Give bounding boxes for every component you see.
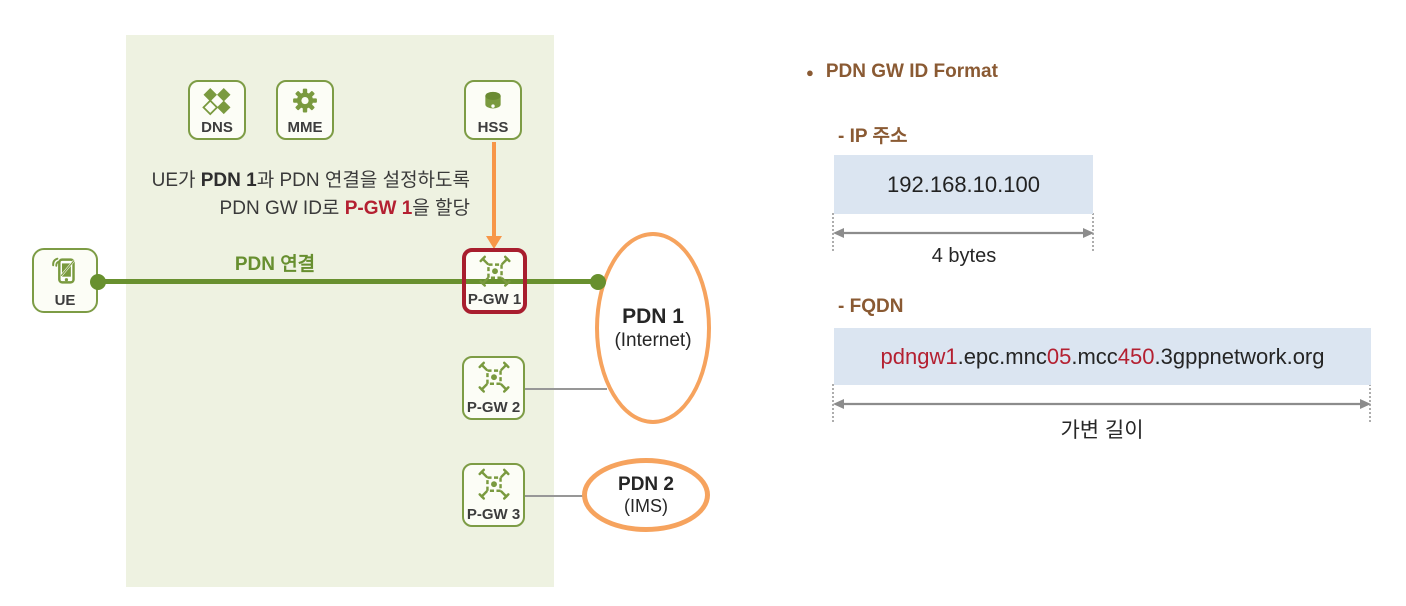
ip-measure-label: 4 bytes bbox=[931, 245, 997, 267]
measure-guide-left-fqdn bbox=[832, 384, 834, 422]
node-pgw2-label: P-GW 2 bbox=[466, 399, 521, 416]
node-hss-label: HSS bbox=[477, 119, 509, 136]
heading-text: PDN GW ID Format bbox=[825, 61, 998, 82]
node-dns-label: DNS bbox=[201, 119, 233, 136]
node-ue: UE bbox=[32, 248, 98, 313]
fqdn-measure-label: 가변 길이 bbox=[1060, 419, 1144, 442]
ip-address-field: 192.168.10.100 bbox=[834, 155, 1093, 214]
annotation-line-2: PDN GW ID로 P-GW 1을 할당 bbox=[219, 198, 470, 219]
connection-endpoint-dot-pdn1 bbox=[590, 274, 606, 290]
pdn2-name: PDN 2 bbox=[618, 473, 674, 495]
node-hss: HSS bbox=[464, 80, 522, 140]
connector-pgw2-pdn1 bbox=[525, 388, 607, 390]
node-pgw1: P-GW 1 bbox=[462, 248, 527, 314]
diamond-cluster-icon bbox=[202, 88, 231, 116]
fqdn-measure-arrow bbox=[833, 399, 1371, 409]
pdn2-cloud: PDN 2 (IMS) bbox=[582, 458, 710, 532]
hss-assign-arrow-line bbox=[492, 142, 496, 236]
pdn1-detail: (Internet) bbox=[614, 330, 692, 351]
gear-icon bbox=[293, 88, 317, 113]
node-pgw2: P-GW 2 bbox=[462, 356, 525, 420]
node-pgw3-label: P-GW 3 bbox=[466, 506, 521, 523]
ip-address-value: 192.168.10.100 bbox=[887, 171, 1040, 197]
gateway-icon bbox=[477, 361, 510, 393]
node-mme-label: MME bbox=[287, 119, 323, 136]
fqdn-label: - FQDN bbox=[838, 296, 904, 317]
hss-assign-arrow-head bbox=[486, 236, 502, 249]
fqdn-segment-mnc: 05 bbox=[1046, 343, 1072, 369]
pdn-gw-id-format-heading: ● PDN GW ID Format bbox=[806, 61, 998, 83]
mobile-phone-icon bbox=[52, 257, 75, 284]
node-mme: MME bbox=[276, 80, 334, 140]
measure-guide-right-fqdn bbox=[1369, 384, 1371, 422]
annotation-line-1: UE가 PDN 1과 PDN 연결을 설정하도록 bbox=[151, 170, 470, 191]
gateway-icon bbox=[478, 255, 511, 287]
pdn-connection-label: PDN 연결 bbox=[234, 254, 316, 275]
fqdn-segment: .mcc bbox=[1071, 343, 1118, 369]
pdn-connection-line bbox=[96, 279, 600, 284]
node-pgw1-label: P-GW 1 bbox=[467, 291, 522, 308]
assignment-annotation: UE가 PDN 1과 PDN 연결을 설정하도록 PDN GW ID로 P-GW… bbox=[130, 167, 470, 223]
node-ue-label: UE bbox=[54, 292, 76, 309]
fqdn-segment: .epc.mnc bbox=[957, 343, 1047, 369]
fqdn-segment-host: pdngw1 bbox=[880, 343, 958, 369]
pdn1-name: PDN 1 bbox=[622, 305, 684, 328]
database-icon bbox=[485, 91, 501, 109]
pdn2-detail: (IMS) bbox=[624, 495, 668, 516]
node-dns: DNS bbox=[188, 80, 246, 140]
ip-measure-arrow bbox=[833, 228, 1094, 238]
connection-endpoint-dot-ue bbox=[90, 274, 106, 290]
fqdn-segment: .3gppnetwork.org bbox=[1154, 343, 1325, 369]
fqdn-segment-mcc: 450 bbox=[1117, 343, 1155, 369]
gateway-icon bbox=[477, 468, 510, 500]
ip-address-label: - IP 주소 bbox=[838, 126, 908, 147]
measure-guide-left-ip bbox=[832, 213, 834, 251]
connector-pgw3-pdn2 bbox=[525, 495, 585, 497]
measure-guide-right-ip bbox=[1092, 213, 1094, 251]
node-pgw3: P-GW 3 bbox=[462, 463, 525, 527]
bullet-icon: ● bbox=[806, 64, 814, 80]
pdn1-cloud: PDN 1 (Internet) bbox=[595, 232, 711, 424]
